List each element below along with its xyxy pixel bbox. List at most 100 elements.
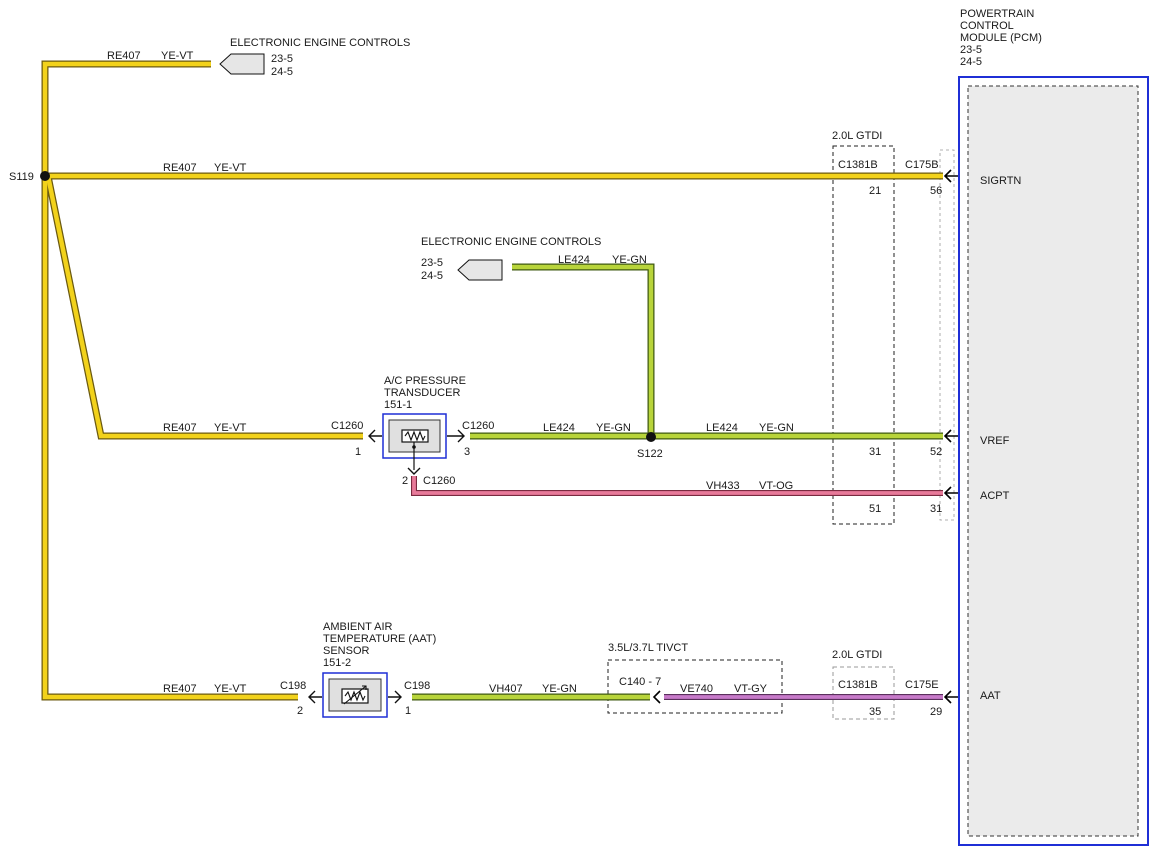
connector-c175b: C175B — [905, 159, 939, 171]
ac-transducer-name-2: TRANSDUCER — [384, 387, 460, 399]
splice-s122-label: S122 — [637, 448, 663, 460]
aat-outer — [322, 672, 388, 718]
pcm-pin-aat: AAT — [980, 690, 1001, 702]
wire-label-le424-ac: LE424 — [543, 422, 575, 434]
aat-arrow-right-icon — [388, 690, 402, 704]
c175b-dashed-line — [939, 149, 955, 521]
pin-aat-2: 2 — [297, 705, 303, 717]
wire-label-re407-ac: RE407 — [163, 422, 197, 434]
wire-label-vh407: VH407 — [489, 683, 523, 695]
thermistor-icon — [343, 685, 367, 705]
pin-31-vref: 31 — [869, 446, 881, 458]
arrow-vref — [943, 429, 958, 443]
eec-top-title: ELECTRONIC ENGINE CONTROLS — [230, 37, 410, 49]
pin-52: 52 — [930, 446, 942, 458]
pin-aat-1: 1 — [405, 705, 411, 717]
arrow-c140 — [652, 690, 661, 704]
pcm-title-line-2: CONTROL — [960, 20, 1014, 32]
pin-31-acpt: 31 — [930, 503, 942, 515]
aat-sensor[interactable]: AMBIENT AIR TEMPERATURE (AAT) SENSOR 151… — [308, 621, 436, 718]
wire-le424-group[interactable] — [412, 263, 943, 701]
eec-top-ref1: 23-5 — [271, 53, 293, 65]
connector-c1260-left: C1260 — [331, 420, 363, 432]
gtdi-label-upper: 2.0L GTDI — [832, 130, 882, 142]
wire-label-re407-aat: RE407 — [163, 683, 197, 695]
pcm-terminal-arrows — [652, 169, 958, 704]
pin-56: 56 — [930, 185, 942, 197]
pin-ac-3: 3 — [464, 446, 470, 458]
ac-pressure-transducer[interactable]: A/C PRESSURE TRANSDUCER 151-1 — [368, 375, 466, 475]
arrow-sigrtn — [943, 169, 958, 183]
connector-c175e: C175E — [905, 679, 939, 691]
pcm-pin-vref: VREF — [980, 435, 1010, 447]
wire-vh433-group[interactable] — [411, 476, 943, 496]
pcm-inner-box — [967, 85, 1139, 837]
connector-c1381b-lower: C1381B — [838, 679, 878, 691]
connector-c140-7: C140 - 7 — [619, 676, 661, 688]
wire-label-re407-top: RE407 — [107, 50, 141, 62]
pin-ac-1: 1 — [355, 446, 361, 458]
wire-label-le424-vref: LE424 — [706, 422, 738, 434]
wire-label-yegn-vref: YE-GN — [759, 422, 794, 434]
splice-s119-label: S119 — [9, 171, 34, 183]
wire-label-vtgy: VT-GY — [734, 683, 768, 695]
aat-ref: 151-2 — [323, 657, 351, 669]
wire-label-yevt-aat: YE-VT — [214, 683, 247, 695]
eec-mid-ref2: 24-5 — [421, 270, 443, 282]
ac-transducer-name-1: A/C PRESSURE — [384, 375, 466, 387]
wire-label-re407-sigrtn: RE407 — [163, 162, 197, 174]
connector-c1260-right: C1260 — [462, 420, 494, 432]
aat-name-1: AMBIENT AIR — [323, 621, 393, 633]
pcm-pin-acpt: ACPT — [980, 490, 1010, 502]
eec-mid-ref1: 23-5 — [421, 257, 443, 269]
connector-boxes: 2.0L GTDI 2.0L GTDI 3.5L/3.7L TIVCT — [607, 130, 955, 720]
wire-label-yevt-top: YE-VT — [161, 50, 194, 62]
pin-ac-2: 2 — [402, 475, 408, 487]
splice-s119-dot — [40, 171, 50, 181]
pin-29: 29 — [930, 706, 942, 718]
pcm-outer-box — [958, 76, 1149, 846]
arrow-left-icon — [368, 429, 382, 443]
splice-s122-dot — [646, 432, 656, 442]
gtdi-box-upper — [832, 145, 895, 525]
arrow-right-icon — [447, 429, 465, 443]
eec-mid-connector[interactable]: ELECTRONIC ENGINE CONTROLS 23-5 24-5 — [421, 236, 601, 282]
wire-label-yevt-sigrtn: YE-VT — [214, 162, 247, 174]
wire-re407-to-eec[interactable] — [42, 61, 298, 700]
aat-arrow-left-icon — [308, 690, 322, 704]
wire-vh433-acpt[interactable] — [412, 476, 943, 495]
pcm-title-line-1: POWERTRAIN — [960, 8, 1034, 20]
eec-mid-connector-shape — [457, 259, 503, 281]
connector-c1260-bottom: C1260 — [423, 475, 455, 487]
wire-label-ve740: VE740 — [680, 683, 713, 695]
connector-c198-left: C198 — [280, 680, 306, 692]
pcm-title-line-5: 24-5 — [960, 56, 982, 68]
wire-label-yegn-aat: YE-GN — [542, 683, 577, 695]
eec-top-connector-shape — [219, 53, 265, 75]
eec-top-connector[interactable]: ELECTRONIC ENGINE CONTROLS 23-5 24-5 — [219, 37, 410, 78]
wire-label-le424-top: LE424 — [558, 254, 590, 266]
resistor-icon — [404, 430, 426, 442]
connector-c198-right: C198 — [404, 680, 430, 692]
pcm-module: POWERTRAIN CONTROL MODULE (PCM) 23-5 24-… — [958, 8, 1149, 846]
gtdi-label-lower: 2.0L GTDI — [832, 649, 882, 661]
arrow-aat — [943, 690, 958, 704]
wire-le424-to-eec[interactable] — [512, 264, 654, 436]
wire-label-yegn-top: YE-GN — [612, 254, 647, 266]
aat-name-2: TEMPERATURE (AAT) — [323, 633, 436, 645]
wire-re407-group[interactable] — [41, 60, 943, 701]
pcm-pin-sigrtn: SIGRTN — [980, 175, 1021, 187]
wire-label-yegn-ac: YE-GN — [596, 422, 631, 434]
wire-re407-to-ac-transducer[interactable] — [45, 175, 363, 439]
pin-51: 51 — [869, 503, 881, 515]
pcm-title-line-4: 23-5 — [960, 44, 982, 56]
wire-label-yevt-ac: YE-VT — [214, 422, 247, 434]
wire-label-vh433: VH433 — [706, 480, 740, 492]
ac-transducer-node — [412, 445, 416, 449]
aat-name-3: SENSOR — [323, 645, 370, 657]
pcm-title-line-3: MODULE (PCM) — [960, 32, 1042, 44]
pin-21: 21 — [869, 185, 881, 197]
eec-mid-title: ELECTRONIC ENGINE CONTROLS — [421, 236, 601, 248]
